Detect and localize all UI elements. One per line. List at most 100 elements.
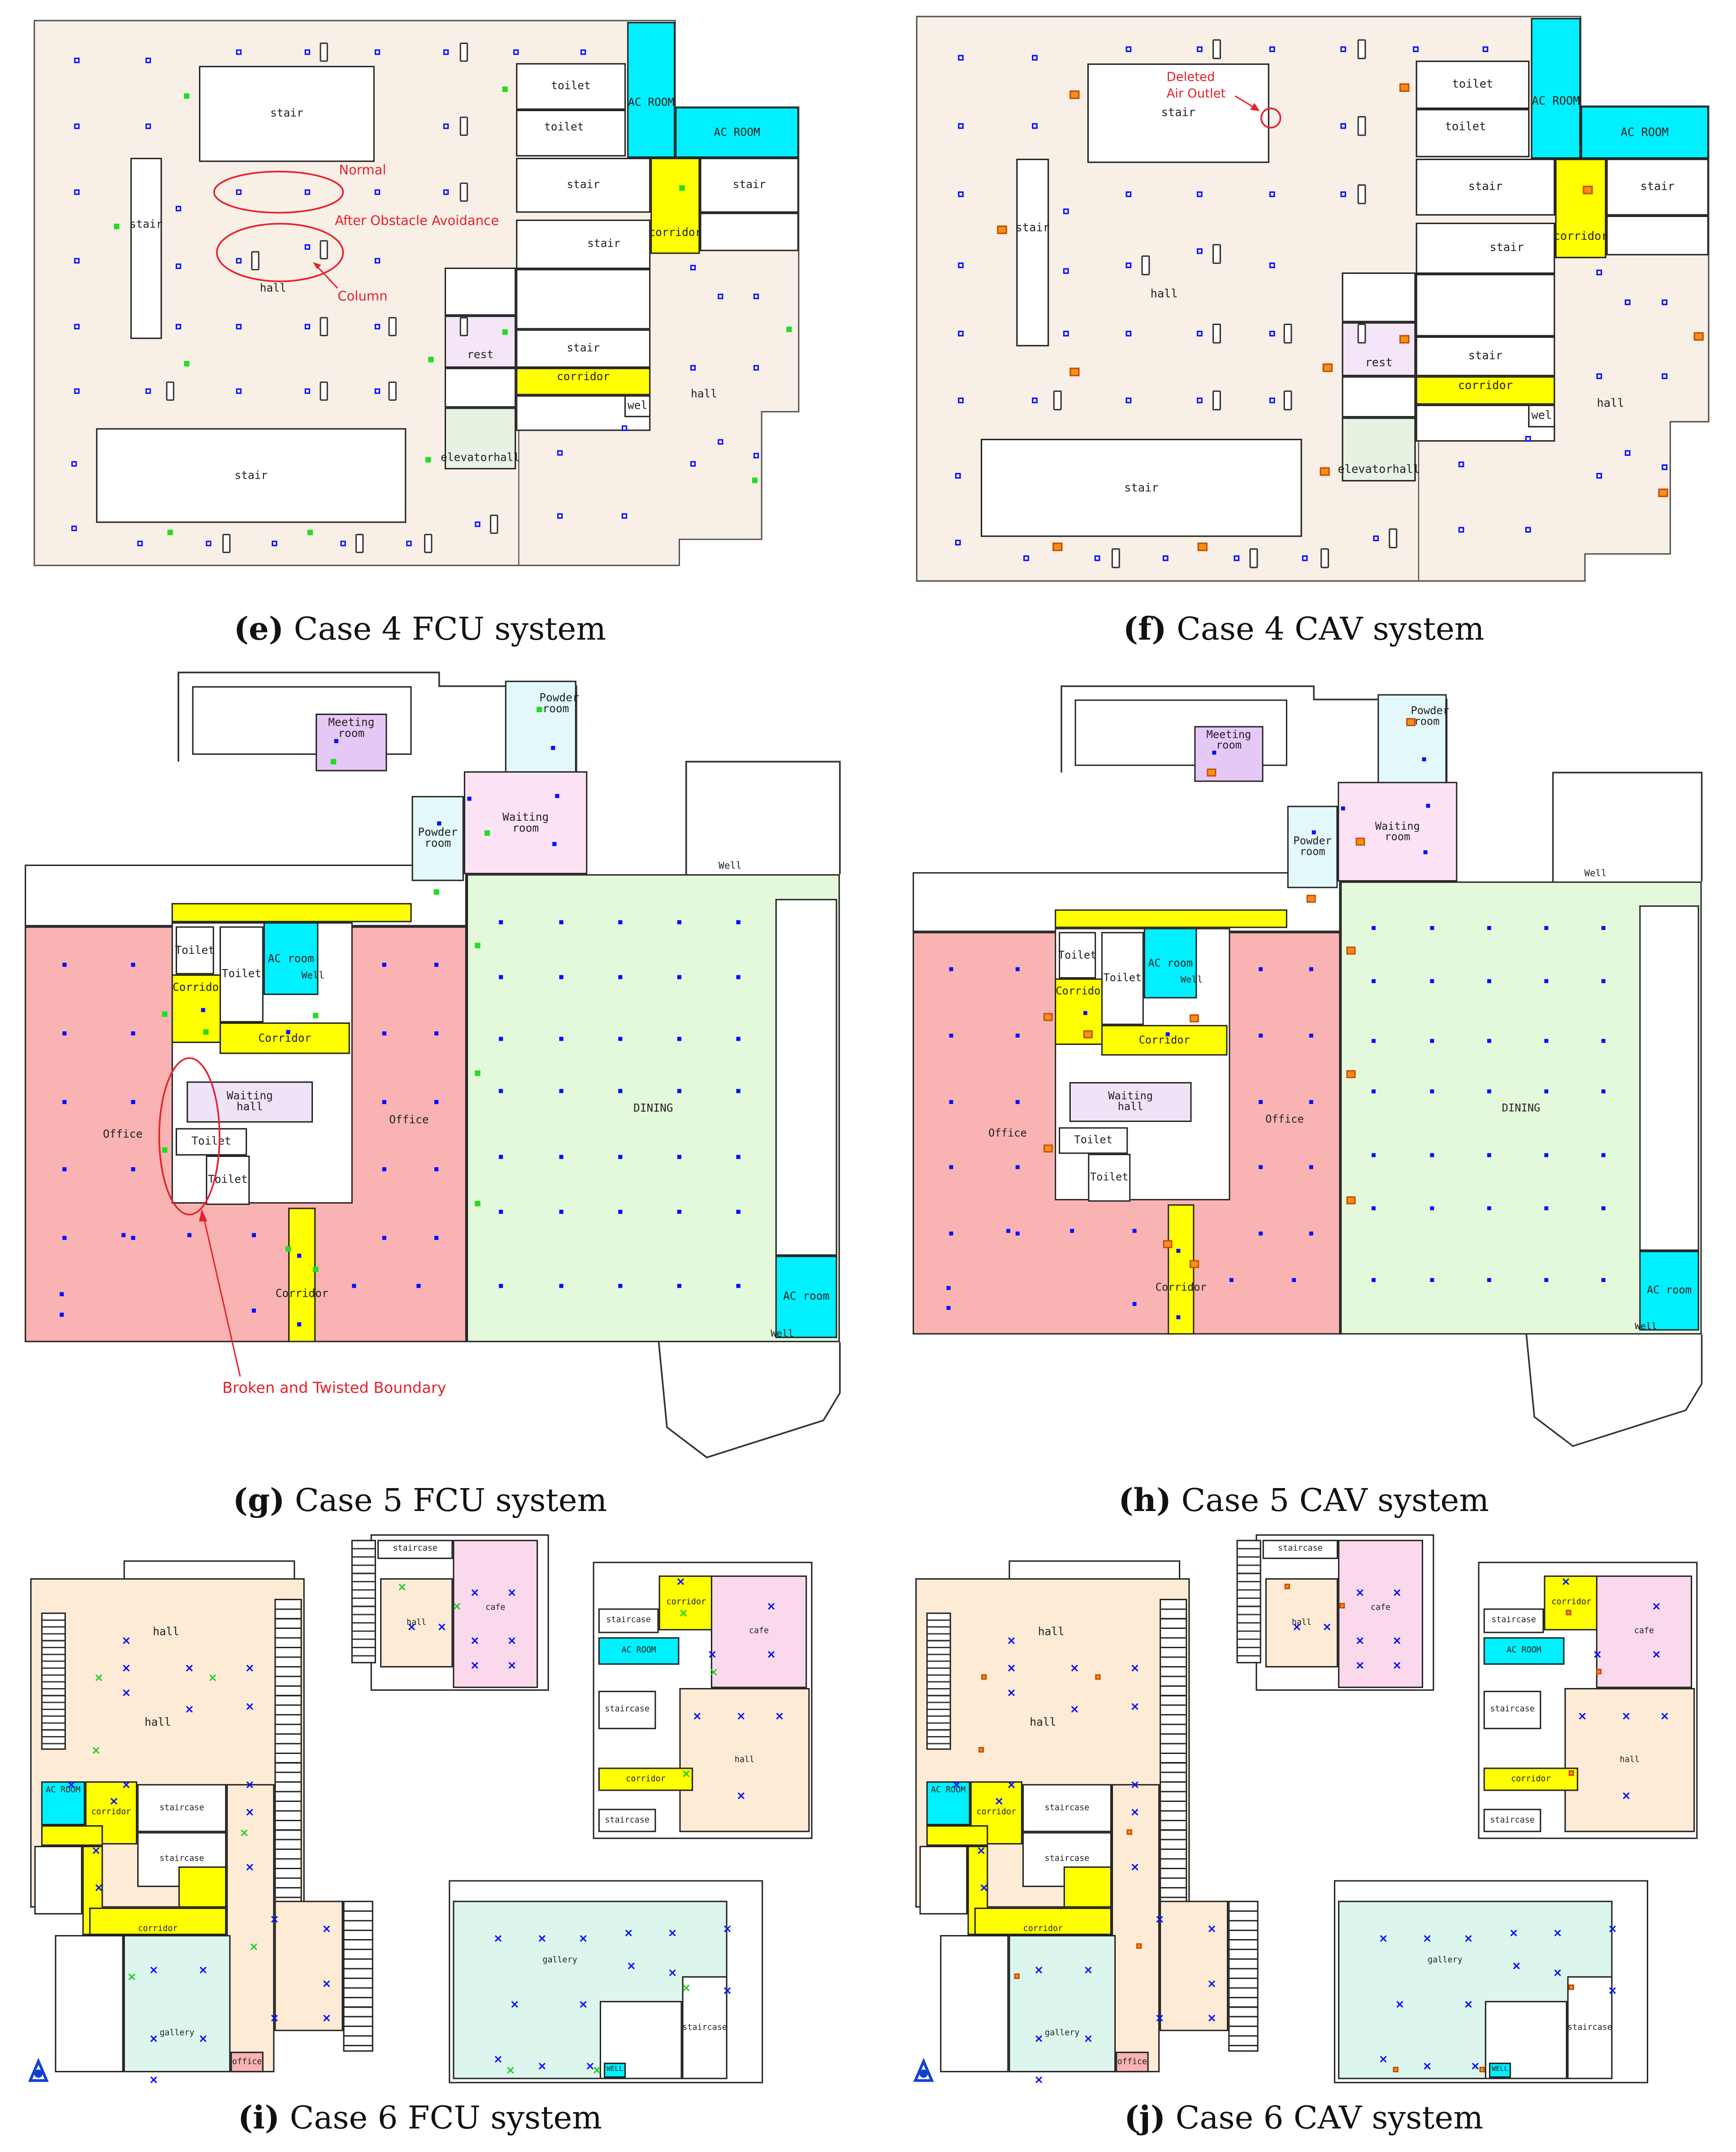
caption-text: Case 6 FCU system: [280, 2101, 602, 2137]
room-label: staircase: [1278, 1544, 1323, 1554]
air-outlet-marker: [1430, 979, 1434, 983]
room-stair: stair: [96, 428, 407, 523]
air-outlet-marker: [1126, 330, 1132, 337]
room-label: staircase: [606, 1615, 651, 1625]
north-logo: [913, 2057, 934, 2082]
room: [516, 269, 651, 329]
air-outlet-marker: [123, 1664, 130, 1671]
room-label: WELL: [606, 2065, 623, 2074]
room-label: staircase: [1567, 2022, 1612, 2032]
column-icon: [320, 317, 328, 337]
room-well: wel: [624, 395, 651, 417]
room-stair: stair: [1416, 159, 1555, 216]
air-outlet-marker: [247, 1808, 253, 1815]
air-outlet-marker: [1487, 979, 1491, 983]
return-marker: [710, 1668, 717, 1675]
annotation-deleted-shapes: [1234, 95, 1281, 129]
air-outlet-marker: [946, 1306, 951, 1310]
air-outlet-marker: [175, 206, 182, 212]
air-outlet-marker: [621, 425, 628, 431]
air-outlet-marker: [62, 1236, 67, 1240]
column-icon: [459, 117, 468, 136]
air-outlet-marker: [150, 2076, 157, 2083]
annotation-normal: Normal: [339, 163, 386, 179]
room-stair: stair: [516, 158, 651, 213]
caption-letter: (h): [1118, 1482, 1172, 1520]
column-icon: [459, 42, 468, 62]
air-outlet-marker: [559, 1155, 563, 1159]
air-outlet-marker: [677, 1155, 682, 1159]
room-office: office: [1116, 2052, 1149, 2073]
room-toilet: toilet: [1416, 109, 1530, 157]
caption-letter: (j): [1124, 2100, 1166, 2137]
air-outlet-marker: [110, 1797, 117, 1804]
air-outlet-marker: [559, 1209, 563, 1214]
air-outlet-marker: [304, 49, 310, 55]
air-outlet-marker: [1458, 527, 1464, 533]
air-outlet-marker: [1165, 1032, 1170, 1036]
air-outlet-marker: [559, 1284, 563, 1288]
air-outlet-marker: [71, 525, 77, 531]
air-outlet-marker: [1394, 1661, 1400, 1668]
air-outlet-marker: [1594, 1650, 1601, 1657]
room-staircase: staircase: [137, 1784, 227, 1832]
air-outlet-marker: [374, 258, 381, 264]
air-outlet-marker: [1212, 750, 1216, 755]
air-outlet-marker: [1340, 123, 1346, 129]
return-marker: [313, 1013, 319, 1018]
room-label: stair: [732, 178, 766, 191]
air-outlet-marker: [1601, 1089, 1606, 1094]
air-outlet-marker: [1487, 1089, 1491, 1094]
caption-i: (i) Case 6 FCU system: [238, 2100, 602, 2137]
air-outlet-marker: [978, 1847, 984, 1853]
air-outlet-marker: [1544, 1153, 1549, 1157]
air-outlet-marker: [1035, 2076, 1042, 2083]
annotation-air-outlet-text: Air Outlet: [1166, 87, 1226, 102]
air-outlet-marker: [1662, 299, 1667, 305]
air-outlet-marker: [498, 1284, 503, 1288]
room-label: Powder room: [418, 826, 458, 850]
air-outlet-marker: [472, 1637, 478, 1643]
stair-edge: [1228, 1901, 1259, 2052]
air-outlet-marker: [1269, 46, 1275, 52]
cav-outlet-marker: [1136, 1943, 1142, 1949]
air-outlet-marker: [472, 1589, 478, 1595]
room-label: stair: [1468, 180, 1503, 193]
air-outlet-marker: [949, 1033, 953, 1038]
room-label-well: Well: [719, 860, 742, 872]
air-outlet-marker: [93, 1847, 100, 1853]
return-marker: [128, 1973, 135, 1979]
air-outlet-marker: [297, 1253, 302, 1258]
air-outlet-marker: [304, 244, 310, 250]
room-label-office: Office: [389, 1113, 429, 1126]
cav-outlet-marker: [997, 225, 1007, 234]
room-label: stair: [567, 342, 600, 354]
air-outlet-marker: [618, 920, 623, 925]
column-icon: [1212, 39, 1221, 60]
room-label: staircase: [605, 1704, 649, 1715]
air-outlet-marker: [508, 1637, 515, 1643]
air-outlet-marker: [738, 1712, 745, 1719]
room-well: WELL: [1489, 2062, 1511, 2078]
air-outlet-marker: [1653, 1650, 1660, 1657]
air-outlet-marker: [677, 1089, 682, 1093]
air-outlet-marker: [62, 1100, 67, 1104]
air-outlet-marker: [508, 1589, 515, 1595]
room-corridor: [926, 1825, 988, 1846]
room-corridor: [1063, 1866, 1112, 1908]
room-toilet: Toilet: [219, 926, 264, 1022]
room-label: office: [1117, 2056, 1147, 2066]
air-outlet-marker: [1132, 1302, 1137, 1306]
air-outlet-marker: [271, 2014, 278, 2021]
air-outlet-marker: [625, 1929, 632, 1936]
room-corridor: Corridor: [1101, 1025, 1228, 1056]
air-outlet-marker: [1126, 46, 1132, 52]
room: [444, 268, 516, 316]
air-outlet-marker: [123, 1637, 130, 1643]
cav-outlet-marker: [1583, 186, 1593, 195]
air-outlet-marker: [580, 1934, 587, 1941]
air-outlet-marker: [95, 1884, 102, 1890]
air-outlet-marker: [1032, 123, 1038, 129]
air-outlet-marker: [1430, 1039, 1434, 1043]
air-outlet-marker: [1372, 1089, 1376, 1094]
